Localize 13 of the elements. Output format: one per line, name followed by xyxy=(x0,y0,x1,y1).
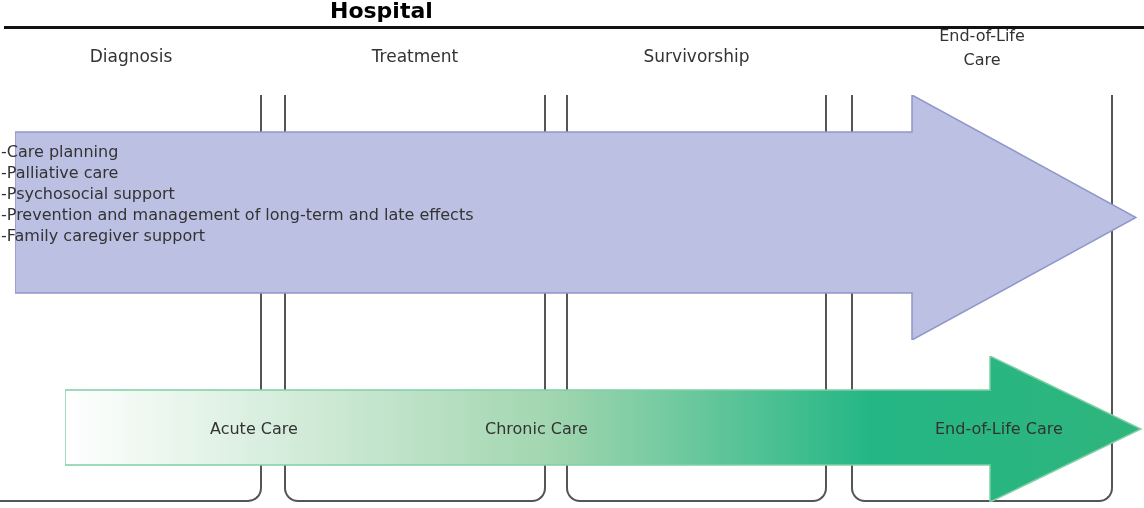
care-stage-label: Acute Care xyxy=(210,419,298,438)
title: Hospital xyxy=(330,0,433,23)
list-item: -Prevention and management of long-term and late effects xyxy=(1,205,474,225)
phase-heading: Treatment xyxy=(370,45,460,68)
list-item: -Psychosocial support xyxy=(1,184,175,204)
list-item: -Care planning xyxy=(1,142,119,162)
list-item: -Palliative care xyxy=(1,163,119,183)
phase-heading: End-of-Life Care xyxy=(938,25,1026,71)
care-stage-label: End-of-Life Care xyxy=(935,419,1063,438)
list-item: -Family caregiver support xyxy=(1,226,206,246)
care-stage-label: Chronic Care xyxy=(485,419,588,438)
phase-heading: Diagnosis xyxy=(88,45,174,68)
phase-heading: Survivorship xyxy=(642,45,751,68)
